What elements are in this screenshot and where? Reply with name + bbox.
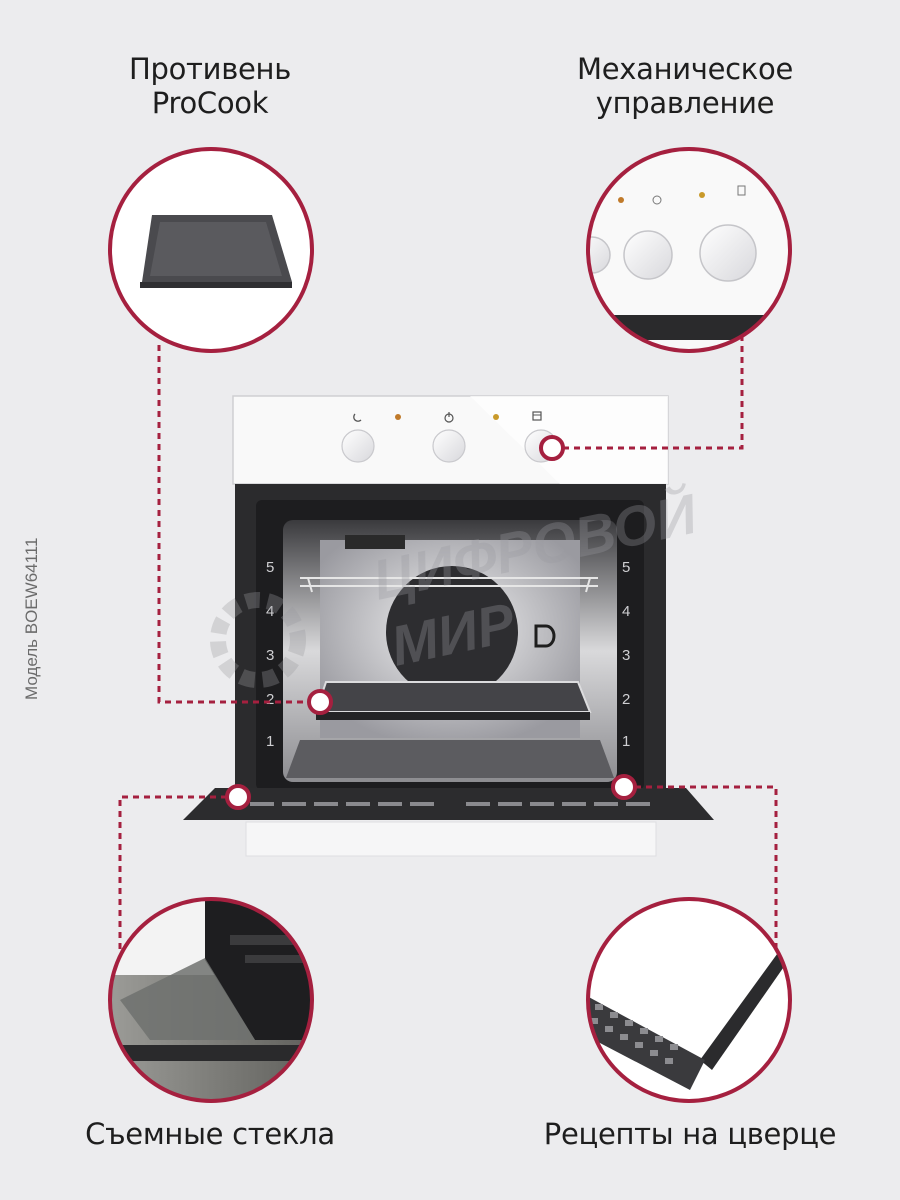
indicator-light-icon: [493, 414, 499, 420]
light-icon: [353, 413, 362, 422]
caption-tray-line-2: ProCook: [151, 86, 269, 120]
caption-recipes-text: Рецепты на цверце: [543, 1117, 837, 1151]
connectors: [118, 335, 778, 950]
rack-levels-right: 5 4 3 2 1: [622, 559, 630, 750]
indicator-light-icon: [699, 192, 705, 198]
zoom-control: [586, 147, 792, 353]
baking-tray-edge: [316, 712, 590, 720]
zoom-tray: [108, 147, 314, 353]
wire-rack: [300, 577, 598, 593]
zoom-recipes: [586, 897, 792, 1103]
marker-tray: [307, 689, 333, 715]
marker-glass: [225, 784, 251, 810]
cavity-floor: [286, 740, 614, 778]
rack-level-4: 4: [622, 603, 630, 620]
zoom-knob-mode: [699, 224, 757, 282]
rack-level-5: 5: [266, 559, 274, 576]
zoom-knob-light: [588, 236, 611, 274]
indicator-light-icon: [618, 197, 624, 203]
zoom-glass: [108, 897, 314, 1103]
indicator-light-icon: [395, 414, 401, 420]
recipe-icons: [590, 1004, 678, 1064]
convection-fan-cover: [386, 566, 518, 698]
mode-icon: [737, 185, 746, 196]
oven-door-open: [183, 788, 714, 820]
rack-level-5: 5: [622, 559, 630, 576]
caption-control: Механическое управление: [535, 52, 835, 120]
glass-pane: [120, 958, 255, 1040]
power-icon: [652, 195, 662, 205]
caption-tray: Противень ProCook: [60, 52, 360, 120]
door-handle-panel: [245, 821, 657, 857]
top-heater: [345, 535, 405, 549]
knob-light[interactable]: [341, 429, 375, 463]
caption-control-line-1: Механическое: [576, 52, 794, 86]
connector-glass: [118, 795, 238, 950]
zoom-knob-temperature: [623, 230, 673, 280]
door-vents: [250, 802, 650, 806]
rack-level-3: 3: [622, 647, 630, 664]
marker-recipes: [611, 774, 637, 800]
marker-control: [539, 435, 565, 461]
rack-level-2: 2: [266, 691, 274, 708]
knob-temperature[interactable]: [432, 429, 466, 463]
markers: [225, 435, 637, 810]
caption-glass: Съемные стекла: [40, 1117, 380, 1151]
oven-lamp-icon: [534, 624, 556, 648]
connector-control: [552, 335, 744, 450]
caption-glass-text: Съемные стекла: [85, 1117, 335, 1151]
rack-level-2: 2: [622, 691, 630, 708]
rack-level-4: 4: [266, 603, 274, 620]
watermark-gear-icon: [210, 592, 306, 688]
power-icon: [444, 412, 454, 423]
panel-glare: [470, 396, 668, 484]
rack-levels-left: 5 4 3 2 1: [266, 559, 274, 750]
mode-icon: [532, 411, 542, 421]
caption-tray-line-1: Противень: [129, 52, 291, 86]
door-inner-frame: [700, 950, 790, 1070]
rack-level-3: 3: [266, 647, 274, 664]
baking-tray: [314, 681, 592, 713]
connector-tray: [157, 345, 320, 704]
caption-control-line-2: управление: [595, 86, 775, 120]
rack-level-1: 1: [622, 733, 630, 750]
oven: 5 4 3 2 1 5 4 3 2 1: [183, 395, 714, 857]
caption-recipes: Рецепты на цверце: [500, 1117, 880, 1151]
rack-level-1: 1: [266, 733, 274, 750]
